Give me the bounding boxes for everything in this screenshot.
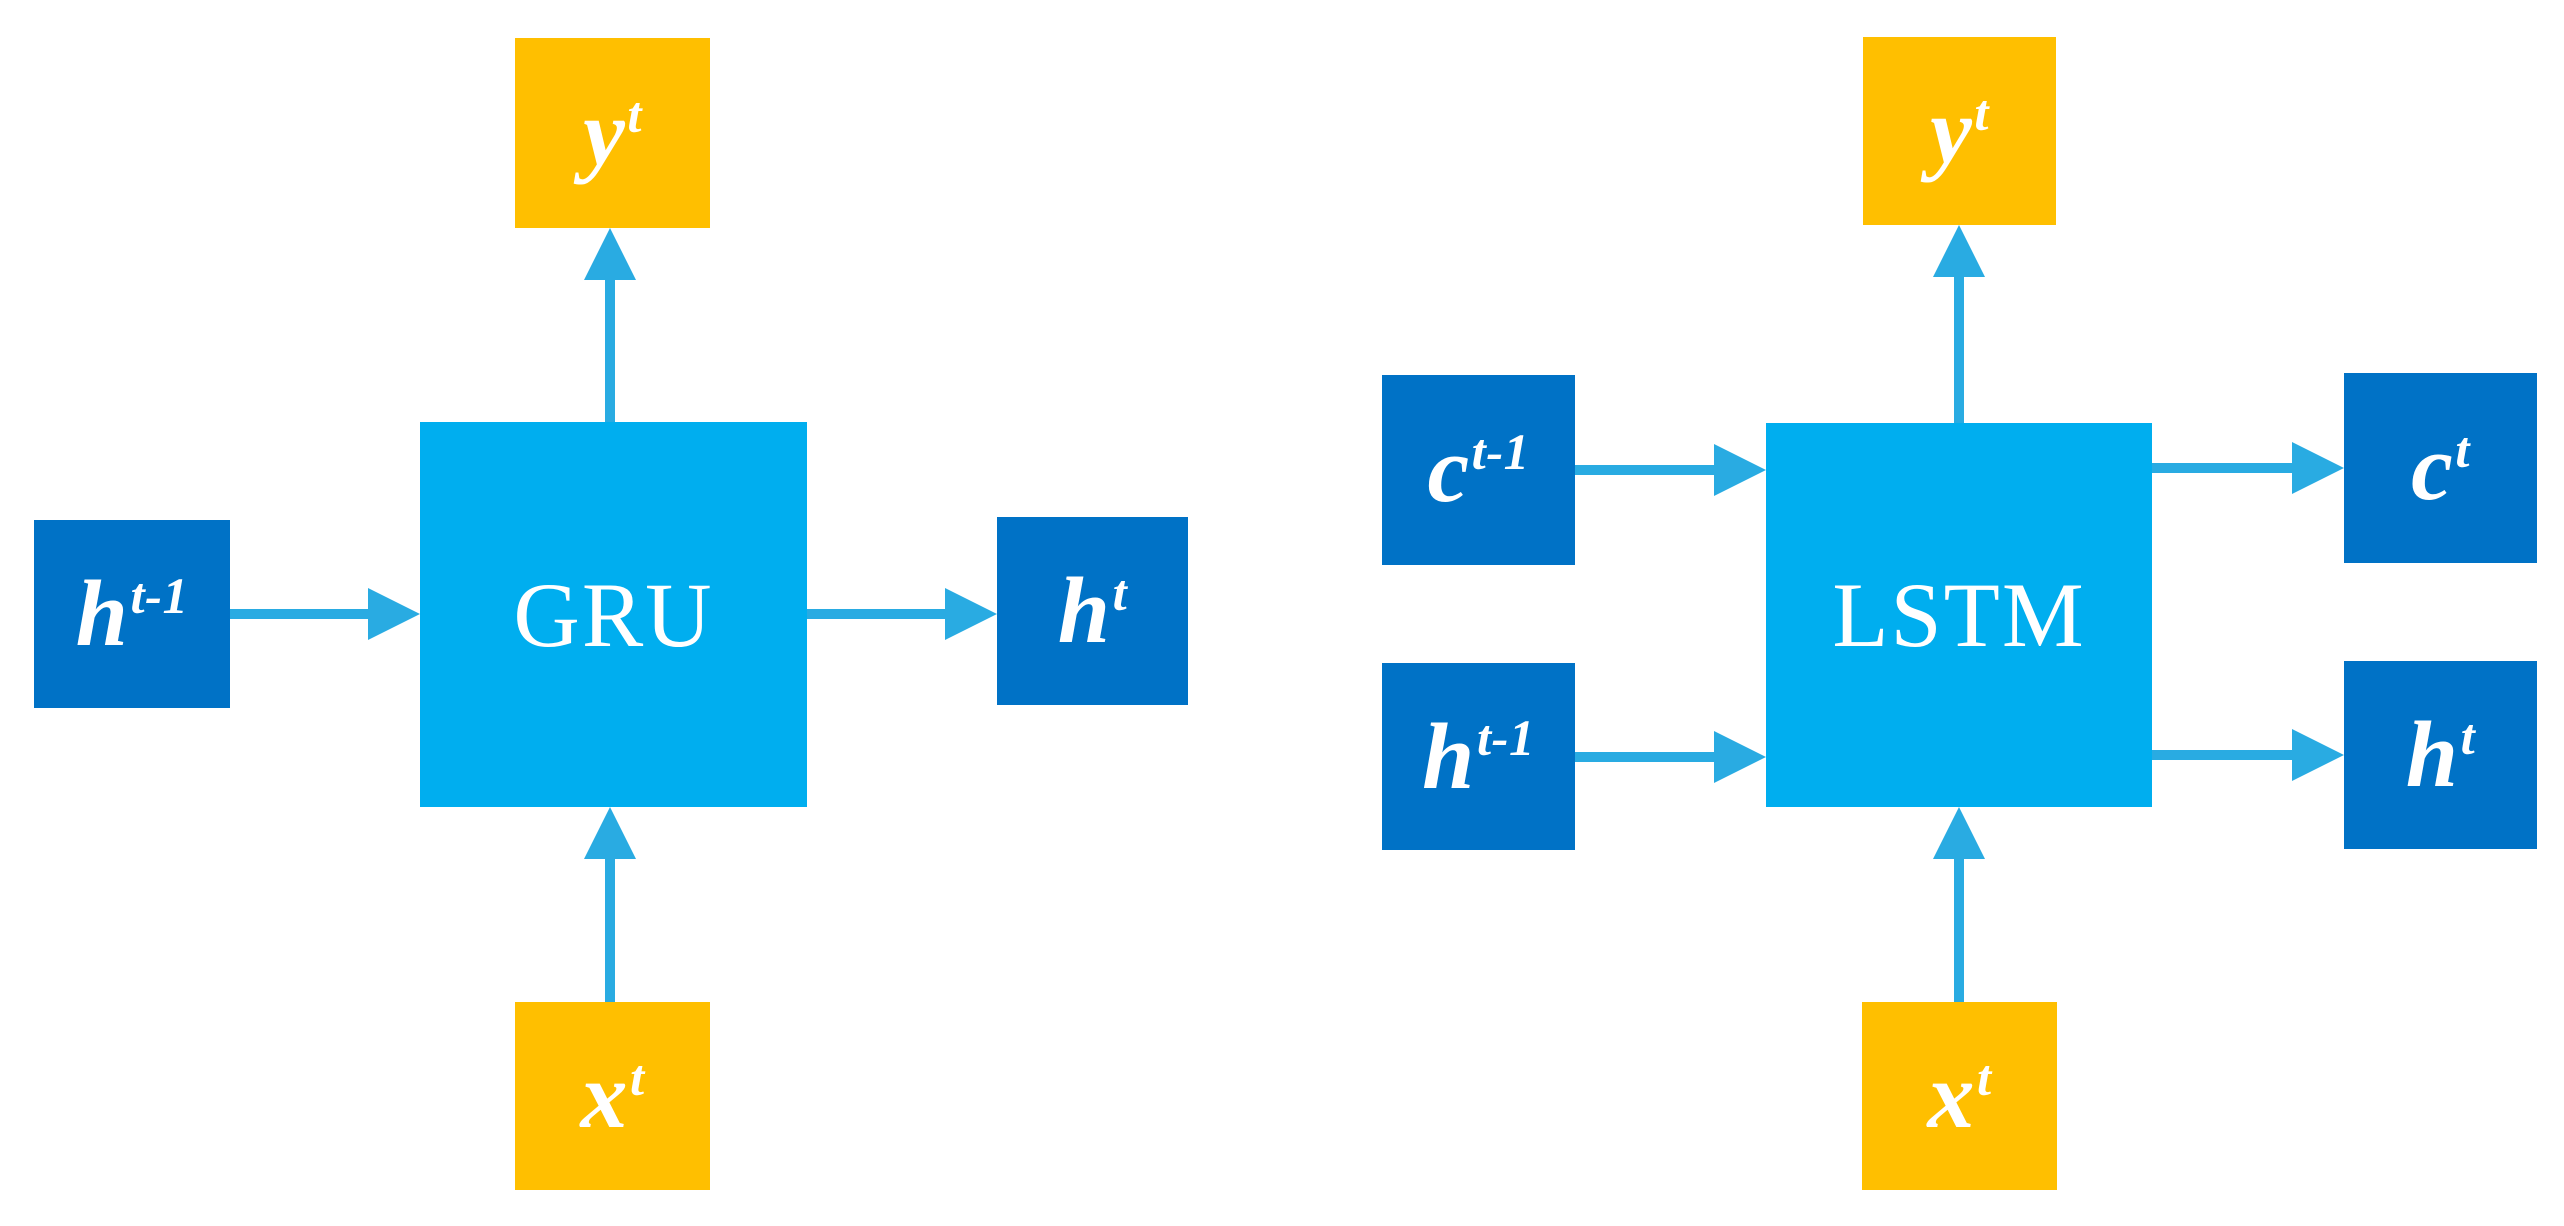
arrow-head-right-icon (1714, 444, 1766, 496)
gru-prev-hidden-label: ht-1 (75, 562, 189, 666)
lstm-next-hidden-node: ht (2344, 661, 2537, 849)
gru-output-node: yt (515, 38, 710, 228)
lstm-output-label: yt (1930, 79, 1989, 183)
arrow-shaft (2152, 463, 2292, 473)
arrow-head-right-icon (1714, 731, 1766, 783)
lstm-output-node: yt (1863, 37, 2056, 225)
lstm-input-to-cell-arrow (1933, 807, 1985, 1002)
gru-cell-to-next-hidden-arrow (807, 588, 997, 640)
lstm-cell-to-output-arrow (1933, 225, 1985, 423)
lstm-prev-hidden-node: ht-1 (1382, 663, 1575, 850)
lstm-input-label: xt (1927, 1044, 1992, 1148)
arrow-shaft (605, 833, 615, 1002)
arrow-shaft (2152, 750, 2292, 760)
lstm-prev-hidden-label: ht-1 (1422, 704, 1535, 809)
arrow-head-up-icon (584, 228, 636, 280)
arrow-shaft (1954, 833, 1964, 1002)
lstm-cell-label: LSTM (1832, 564, 2086, 666)
gru-input-to-cell-arrow (584, 807, 636, 1002)
lstm-cell-to-next-hidden-arrow (2152, 729, 2344, 781)
gru-output-label: yt (583, 81, 642, 185)
lstm-next-cell-state-node: ct (2344, 373, 2537, 563)
gru-input-node: xt (515, 1002, 710, 1190)
gru-prev-hidden-to-cell-arrow (230, 588, 420, 640)
gru-next-hidden-label: ht (1057, 559, 1128, 663)
arrow-shaft (807, 609, 945, 619)
arrow-shaft (230, 609, 368, 619)
lstm-cell-node: LSTM (1766, 423, 2152, 807)
lstm-next-cell-state-label: ct (2411, 416, 2470, 520)
arrow-head-up-icon (584, 807, 636, 859)
gru-prev-hidden-node: ht-1 (34, 520, 230, 708)
lstm-prev-cell-state-to-cell-arrow (1575, 444, 1766, 496)
arrow-head-up-icon (1933, 225, 1985, 277)
lstm-prev-hidden-to-cell-arrow (1575, 731, 1766, 783)
lstm-next-hidden-label: ht (2405, 703, 2476, 807)
gru-input-label: xt (580, 1044, 645, 1148)
arrow-head-right-icon (368, 588, 420, 640)
arrow-head-right-icon (945, 588, 997, 640)
arrow-shaft (1575, 752, 1714, 762)
arrow-head-right-icon (2292, 442, 2344, 494)
lstm-cell-to-next-cell-state-arrow (2152, 442, 2344, 494)
arrow-head-up-icon (1933, 807, 1985, 859)
arrow-shaft (605, 254, 615, 424)
gru-cell-to-output-arrow (584, 228, 636, 424)
gru-cell-node: GRU (420, 422, 807, 807)
lstm-prev-cell-state-label: ct-1 (1427, 418, 1530, 522)
lstm-input-node: xt (1862, 1002, 2057, 1190)
gru-cell-label: GRU (513, 563, 714, 666)
lstm-prev-cell-state-node: ct-1 (1382, 375, 1575, 565)
gru-next-hidden-node: ht (997, 517, 1188, 705)
arrow-shaft (1575, 465, 1714, 475)
arrow-head-right-icon (2292, 729, 2344, 781)
arrow-shaft (1954, 251, 1964, 423)
